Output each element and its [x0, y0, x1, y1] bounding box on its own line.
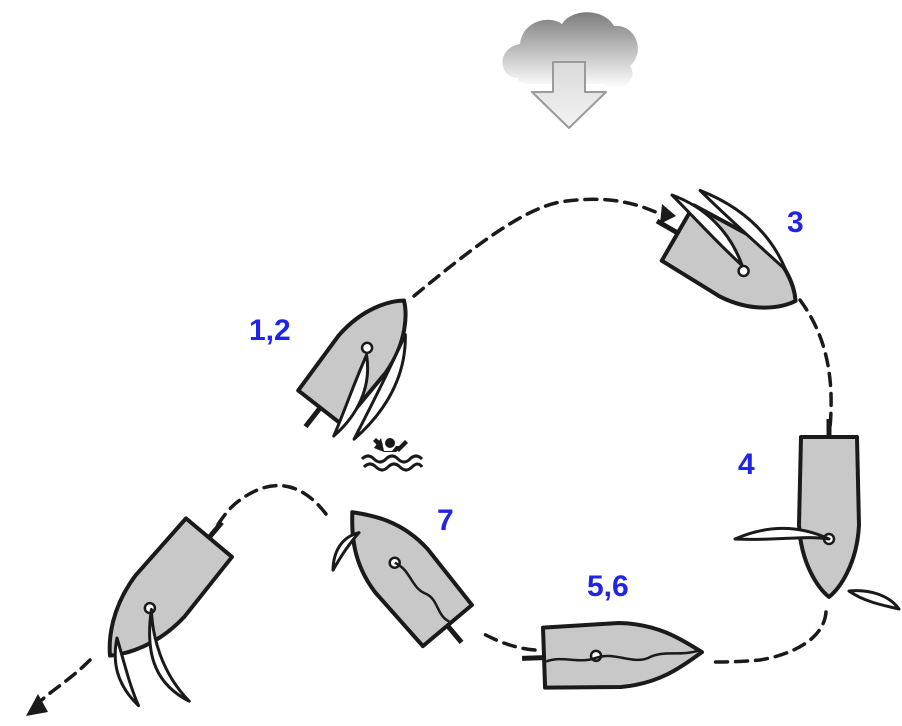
boat-position-8 [107, 516, 234, 708]
position-label-7: 7 [437, 504, 454, 537]
position-label-3: 3 [787, 206, 804, 239]
course-path [26, 197, 833, 716]
wind-icon [502, 12, 638, 129]
boat-position-5-6 [521, 621, 704, 690]
boat-position-1-2 [296, 298, 408, 441]
position-label-1-2: 1,2 [249, 314, 291, 347]
swimming-person-icon [360, 438, 424, 472]
boat-position-4 [733, 419, 901, 611]
position-label-4: 4 [738, 448, 755, 481]
position-label-5-6: 5,6 [587, 570, 629, 603]
boat-position-7 [331, 510, 474, 649]
boat-position-3 [655, 188, 798, 310]
